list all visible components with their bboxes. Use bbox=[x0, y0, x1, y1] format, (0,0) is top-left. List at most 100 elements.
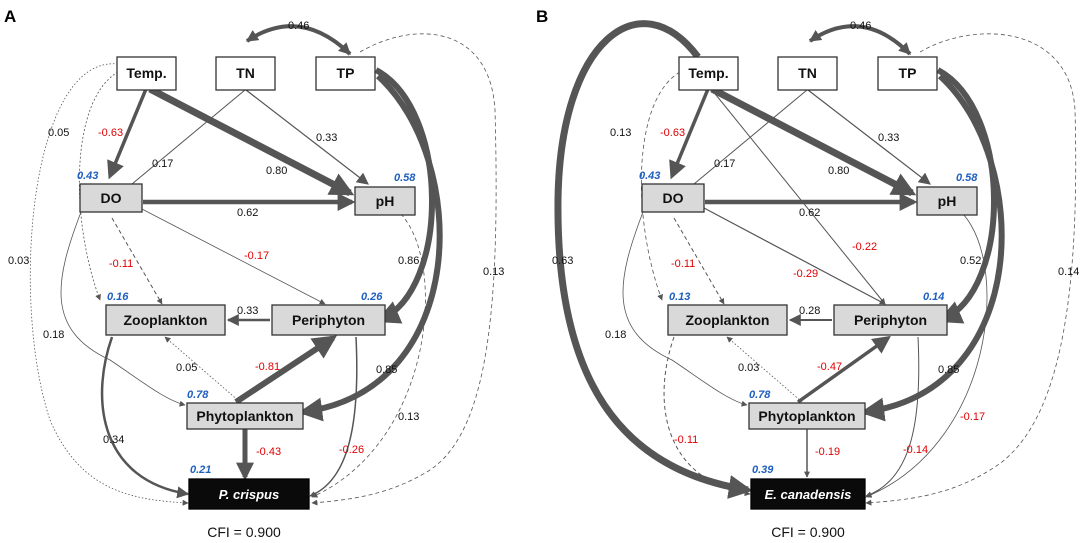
coef-do-phyto: 0.18 bbox=[605, 329, 626, 341]
cfi-label: CFI = 0.900 bbox=[771, 524, 845, 540]
node-temp-label: Temp. bbox=[688, 65, 728, 81]
coef-ph-target: -0.17 bbox=[960, 411, 985, 423]
coef-tn-ph: 0.33 bbox=[316, 132, 337, 144]
coef-tn-ph: 0.33 bbox=[878, 132, 899, 144]
coef-do-phyto: 0.18 bbox=[43, 329, 64, 341]
node-do-label: DO bbox=[663, 190, 684, 206]
coef-tn-tp: 0.46 bbox=[288, 20, 309, 32]
edge-temp-target bbox=[554, 20, 753, 499]
node-do-label: DO bbox=[101, 190, 122, 206]
coef-phyto-target: -0.19 bbox=[815, 446, 840, 458]
node-peri-label: Periphyton bbox=[854, 312, 927, 328]
coef-phyto-zoo: 0.05 bbox=[176, 362, 197, 374]
coef-ph-target: 0.13 bbox=[398, 411, 419, 423]
coef-tp-peri: 0.52 bbox=[960, 255, 981, 267]
edge-peri-target bbox=[865, 336, 920, 498]
coef-temp-zoo: 0.05 bbox=[48, 127, 69, 139]
edge-temp-ph bbox=[710, 85, 917, 197]
edge-tn-do bbox=[131, 89, 246, 185]
r2-do: 0.43 bbox=[639, 170, 660, 182]
node-target: P. crispus bbox=[188, 478, 310, 510]
node-peri: Periphyton bbox=[271, 304, 386, 336]
edge-temp-do bbox=[107, 88, 148, 180]
node-tn-label: TN bbox=[236, 65, 255, 81]
node-temp: Temp. bbox=[678, 56, 739, 91]
r2-target: 0.21 bbox=[190, 464, 211, 476]
node-tp-label: TP bbox=[899, 65, 917, 81]
edge-phyto-peri bbox=[234, 335, 338, 405]
panel-b: B 0.46 -0.63 bbox=[536, 7, 1079, 540]
panel-b-label: B bbox=[536, 7, 548, 26]
edge-tn-tp bbox=[245, 24, 352, 56]
coef-phyto-peri: -0.47 bbox=[817, 361, 842, 373]
coef-do-zoo: -0.11 bbox=[671, 258, 695, 270]
node-target: E. canadensis bbox=[750, 478, 866, 510]
edge-tp-peri bbox=[374, 67, 435, 324]
node-temp: Temp. bbox=[116, 56, 177, 91]
r2-peri: 0.14 bbox=[923, 291, 944, 303]
node-tp-label: TP bbox=[337, 65, 355, 81]
coef-temp-ph: 0.80 bbox=[266, 165, 287, 177]
edge-phyto-peri bbox=[796, 335, 891, 404]
coef-temp-peri: -0.22 bbox=[852, 241, 877, 253]
coef-do-ph: 0.62 bbox=[799, 207, 820, 219]
node-do: DO bbox=[641, 183, 705, 213]
edge-temp-peri bbox=[711, 89, 886, 305]
coef-temp-do: -0.63 bbox=[660, 127, 685, 139]
edge-temp-zoo bbox=[641, 71, 681, 301]
coef-phyto-peri: -0.81 bbox=[255, 361, 280, 373]
edge-ph-target bbox=[865, 204, 988, 498]
edge-tp-target bbox=[865, 33, 1077, 506]
node-do: DO bbox=[79, 183, 143, 213]
node-tn: TN bbox=[777, 56, 838, 91]
r2-phyto: 0.78 bbox=[749, 389, 771, 401]
coef-temp-target: 0.03 bbox=[8, 255, 29, 267]
edge-tp-phyto bbox=[860, 73, 1005, 422]
r2-zoo: 0.16 bbox=[107, 291, 129, 303]
node-target-label: E. canadensis bbox=[765, 487, 852, 502]
r2-phyto: 0.78 bbox=[187, 389, 209, 401]
coef-peri-target: -0.26 bbox=[339, 444, 364, 456]
coef-zoo-target: 0.34 bbox=[103, 434, 124, 446]
coef-tp-phyto: 0.85 bbox=[938, 364, 959, 376]
edge-phyto-zoo bbox=[726, 336, 803, 403]
edge-zoo-target bbox=[663, 336, 751, 497]
edge-do-peri bbox=[703, 207, 886, 305]
panel-a: A 0.46 -0.63 0.80 bbox=[4, 7, 504, 540]
edge-phyto-zoo bbox=[164, 336, 241, 403]
edge-tn-tp bbox=[808, 24, 912, 56]
coef-peri-target: -0.14 bbox=[903, 444, 928, 456]
node-phyto-label: Phytoplankton bbox=[196, 408, 293, 424]
r2-zoo: 0.13 bbox=[669, 291, 690, 303]
edge-peri-target bbox=[309, 336, 358, 497]
edge-temp-target bbox=[29, 63, 189, 506]
node-zoo-label: Zooplankton bbox=[124, 312, 208, 328]
node-ph: pH bbox=[354, 186, 416, 216]
r2-ph: 0.58 bbox=[956, 172, 978, 184]
edge-do-peri bbox=[139, 207, 326, 305]
node-phyto: Phytoplankton bbox=[748, 402, 866, 430]
edge-temp-do bbox=[669, 88, 710, 180]
node-tp: TP bbox=[315, 56, 376, 91]
coef-tp-phyto: 0.85 bbox=[376, 364, 397, 376]
coef-zoo-target: -0.11 bbox=[674, 434, 698, 446]
node-phyto: Phytoplankton bbox=[186, 402, 304, 430]
coef-do-peri: -0.29 bbox=[793, 268, 818, 280]
edge-temp-ph bbox=[148, 85, 355, 197]
coef-do-zoo: -0.11 bbox=[109, 258, 133, 270]
coef-tn-tp: 0.46 bbox=[850, 20, 871, 32]
node-tn-label: TN bbox=[798, 65, 817, 81]
r2-ph: 0.58 bbox=[394, 172, 416, 184]
node-target-label: P. crispus bbox=[219, 487, 279, 502]
edge-temp-zoo bbox=[79, 71, 119, 301]
coef-do-peri: -0.17 bbox=[244, 250, 269, 262]
coef-tp-target: 0.13 bbox=[483, 266, 504, 278]
node-ph-label: pH bbox=[938, 193, 957, 209]
coef-temp-zoo: 0.13 bbox=[610, 127, 631, 139]
node-tp: TP bbox=[877, 56, 938, 91]
r2-do: 0.43 bbox=[77, 170, 98, 182]
r2-peri: 0.26 bbox=[361, 291, 383, 303]
node-zoo: Zooplankton bbox=[105, 304, 226, 336]
node-peri-label: Periphyton bbox=[292, 312, 365, 328]
